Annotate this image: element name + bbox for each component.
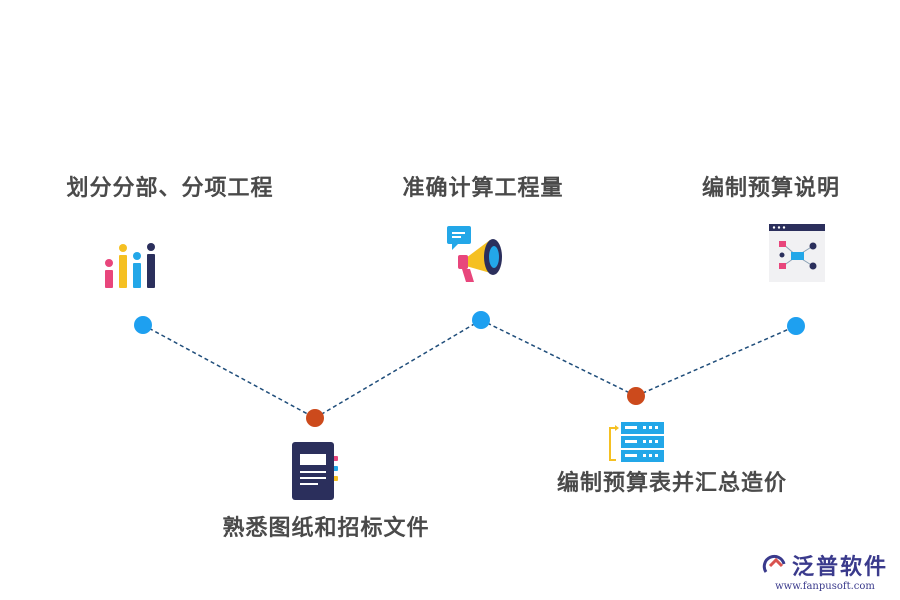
step-label-5: 编制预算说明 (701, 176, 841, 201)
step-node-5 (787, 317, 805, 335)
nodes (134, 311, 805, 427)
flowchart-icon (769, 224, 825, 282)
step-label-3: 准确计算工程量 (402, 176, 564, 201)
connector-line-1 (142, 324, 316, 419)
step-label-1: 划分分部、分项工程 (66, 176, 274, 201)
step-node-2 (306, 409, 324, 427)
connector-line-4 (635, 325, 797, 397)
connector-line-2 (314, 319, 482, 419)
step-node-1 (134, 316, 152, 334)
brand-name: 泛普软件 (791, 555, 888, 580)
step-label-4: 编制预算表并汇总造价 (556, 471, 788, 496)
document-icon (292, 442, 340, 500)
step-label-2: 熟悉图纸和招标文件 (222, 516, 430, 541)
brand-watermark: 泛普软件 www.fanpusoft.com (762, 549, 888, 592)
brand-logo-icon (762, 554, 786, 573)
connector-line-3 (480, 319, 637, 397)
megaphone-icon (444, 224, 510, 286)
bar-chart-icon (102, 242, 160, 290)
connector-lines (142, 319, 797, 419)
server-list-icon (606, 422, 666, 462)
brand-url: www.fanpusoft.com (775, 581, 875, 592)
step-node-3 (472, 311, 490, 329)
step-node-4 (627, 387, 645, 405)
